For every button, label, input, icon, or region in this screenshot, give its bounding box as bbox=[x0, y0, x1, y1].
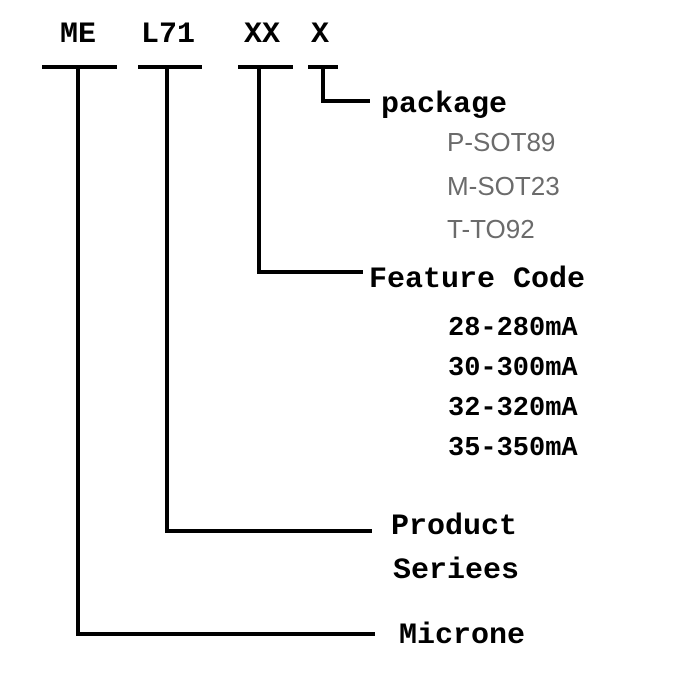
feature-code-option: 35-350mA bbox=[448, 434, 578, 464]
brand-label: Microne bbox=[399, 619, 525, 653]
connector-feature-code bbox=[257, 67, 363, 274]
code-part-x: X bbox=[311, 18, 329, 52]
code-part-l71: L71 bbox=[141, 18, 195, 52]
connector-package bbox=[321, 67, 370, 103]
feature-code-label: Feature Code bbox=[369, 263, 585, 297]
package-label: package bbox=[381, 88, 507, 122]
feature-code-option: 28-280mA bbox=[448, 314, 578, 344]
package-option: T-TO92 bbox=[447, 214, 535, 244]
product-series-label-line2: Seriees bbox=[393, 554, 519, 588]
connector-product-series bbox=[165, 67, 372, 533]
connector-brand bbox=[76, 67, 375, 636]
code-part-me: ME bbox=[60, 18, 96, 52]
package-option: P-SOT89 bbox=[447, 127, 555, 157]
feature-code-option: 32-320mA bbox=[448, 394, 578, 424]
package-option: M-SOT23 bbox=[447, 171, 560, 201]
code-part-xx: XX bbox=[244, 18, 280, 52]
feature-code-option: 30-300mA bbox=[448, 354, 578, 384]
product-series-label-line1: Product bbox=[391, 510, 517, 544]
